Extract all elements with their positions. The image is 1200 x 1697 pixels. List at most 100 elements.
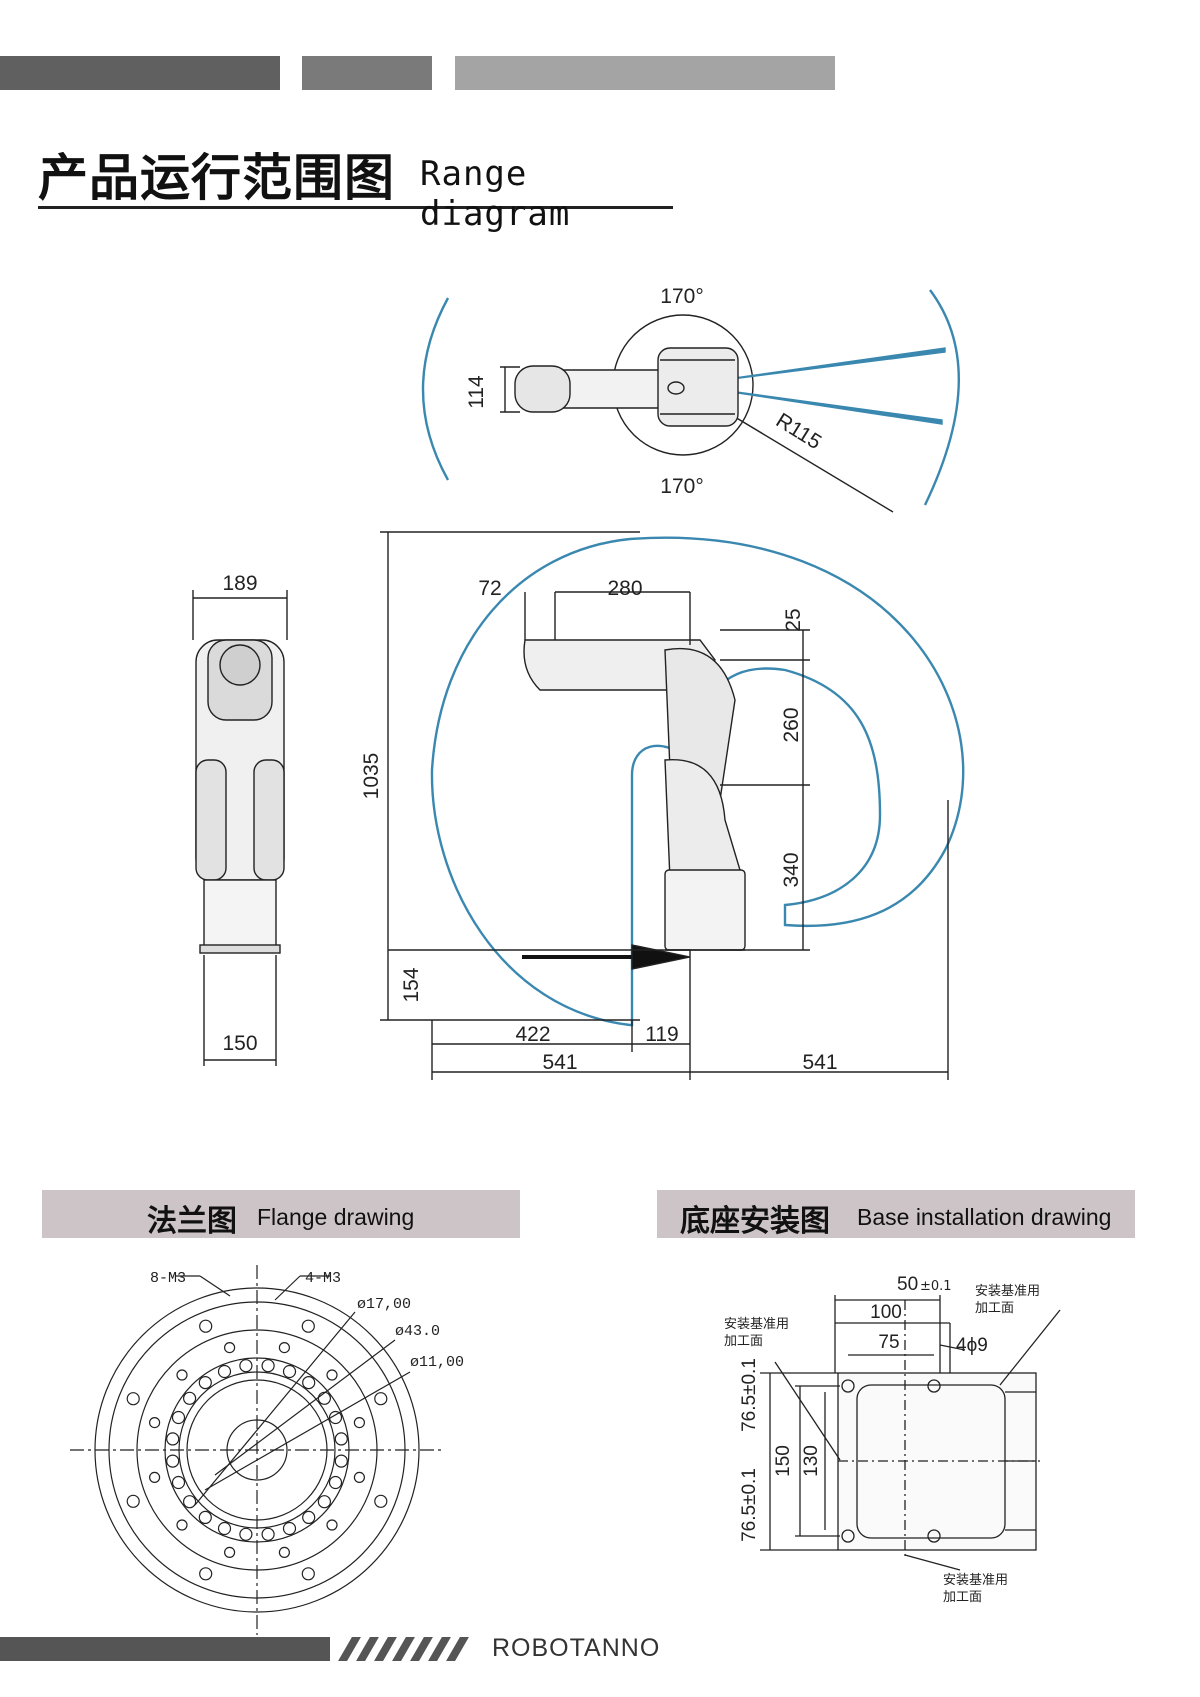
side-range-inner-arc bbox=[430, 537, 691, 1027]
flange-hole bbox=[374, 1392, 388, 1406]
flange-hole bbox=[302, 1510, 316, 1525]
offset-25-label: 25 bbox=[782, 608, 805, 631]
flange-hole bbox=[149, 1471, 161, 1484]
angle-top-label: 170° bbox=[660, 285, 703, 308]
flange-hole bbox=[176, 1519, 188, 1531]
base-dim-765a-label: 76.5±0.1 bbox=[739, 1358, 760, 1432]
flange-hole bbox=[198, 1375, 212, 1390]
base-ref-left-1: 安装基准用 bbox=[724, 1317, 789, 1332]
arm-260-label: 260 bbox=[780, 707, 803, 742]
base-section-header: 底座安装图 Base installation drawing bbox=[657, 1190, 1135, 1239]
flange-hole bbox=[317, 1391, 331, 1405]
top-range-arc-left bbox=[421, 297, 450, 481]
flange-hole bbox=[126, 1494, 140, 1508]
flange-hole bbox=[353, 1416, 365, 1429]
flange-dia-43-label: ø43.0 bbox=[395, 1323, 440, 1340]
flange-hole bbox=[334, 1454, 348, 1468]
pointer-arrow-head bbox=[631, 944, 691, 970]
base-dim-100-label: 100 bbox=[870, 1302, 902, 1323]
flange-title-cn: 法兰图 bbox=[147, 1204, 237, 1239]
top-range-arc-right bbox=[923, 289, 960, 506]
flange-hole bbox=[199, 1567, 213, 1581]
top-arm-base bbox=[657, 347, 739, 427]
flange-hole bbox=[261, 1527, 275, 1541]
reach-422-label: 422 bbox=[515, 1023, 550, 1046]
top-arm-wrist bbox=[514, 365, 571, 413]
header-bar-mid bbox=[302, 56, 432, 90]
flange-hole bbox=[239, 1527, 253, 1541]
flange-hole bbox=[278, 1341, 290, 1354]
base-tol-50-label: ±0.1 bbox=[920, 1279, 952, 1294]
flange-hole bbox=[198, 1510, 212, 1525]
flange-holes-4-label: 4-M3 bbox=[305, 1270, 341, 1287]
flange-hole bbox=[176, 1369, 188, 1381]
page-title-en: Range diagram bbox=[420, 154, 571, 234]
side-forearm bbox=[664, 758, 741, 881]
flange-hole bbox=[282, 1364, 297, 1379]
base-dim-765b-label: 76.5±0.1 bbox=[739, 1468, 760, 1542]
top-sweep-ray-upper bbox=[684, 347, 946, 386]
flange-hole bbox=[302, 1375, 316, 1390]
height-total-label: 1035 bbox=[360, 753, 383, 800]
base-title-cn: 底座安装图 bbox=[680, 1204, 830, 1239]
flange-hole bbox=[261, 1359, 275, 1373]
base-dim-130-label: 130 bbox=[801, 1445, 822, 1477]
flange-hole bbox=[217, 1521, 232, 1536]
base-dim-75-label: 75 bbox=[878, 1332, 899, 1353]
flange-hole bbox=[328, 1475, 343, 1490]
flange-hole bbox=[278, 1546, 290, 1559]
flange-section-header: 法兰图 Flange drawing bbox=[42, 1190, 520, 1239]
flange-title-en: Flange drawing bbox=[257, 1204, 415, 1230]
base-title-en: Base installation drawing bbox=[857, 1204, 1112, 1230]
base-ref-left-2: 加工面 bbox=[724, 1334, 763, 1349]
base-dim-150-label: 150 bbox=[773, 1445, 794, 1477]
flange-hole bbox=[301, 1319, 315, 1333]
base-holes-label: 4ϕ9 bbox=[956, 1335, 988, 1356]
flange-hole bbox=[326, 1519, 338, 1531]
front-width-top-label: 189 bbox=[222, 572, 257, 595]
base-154-label: 154 bbox=[400, 967, 423, 1002]
flange-hole bbox=[282, 1521, 297, 1536]
front-width-base-label: 150 bbox=[222, 1032, 257, 1055]
flange-hole bbox=[199, 1319, 213, 1333]
base-dim-50-label: 50 bbox=[897, 1274, 918, 1295]
flange-hole bbox=[328, 1410, 343, 1425]
side-range-outer-arc bbox=[629, 536, 965, 928]
flange-holes-8-label: 8-M3 bbox=[150, 1270, 186, 1287]
header-bar-dark bbox=[0, 56, 280, 90]
brand-name: ROBOTANNO bbox=[492, 1634, 661, 1662]
flange-hole bbox=[126, 1392, 140, 1406]
base-drawing bbox=[760, 1295, 1061, 1571]
arm-280-label: 280 bbox=[607, 577, 642, 600]
page-title-cn: 产品运行范围图 bbox=[38, 149, 395, 207]
footer-bar bbox=[0, 1637, 330, 1661]
flange-hole bbox=[217, 1364, 232, 1379]
flange-hole bbox=[149, 1416, 161, 1429]
base-ref-top-1: 安装基准用 bbox=[975, 1284, 1040, 1299]
reach-right-label: 541 bbox=[802, 1051, 837, 1074]
base-ref-top-2: 加工面 bbox=[975, 1301, 1014, 1316]
flange-drawing bbox=[70, 1265, 445, 1635]
flange-hole bbox=[326, 1369, 338, 1381]
flange-hole bbox=[183, 1391, 197, 1405]
flange-hole bbox=[224, 1341, 236, 1354]
flange-hole bbox=[334, 1432, 348, 1446]
offset-72-label: 72 bbox=[478, 577, 501, 600]
flange-dia-17-label: ø17,00 bbox=[357, 1296, 411, 1313]
flange-hole bbox=[166, 1454, 180, 1468]
flange-hole bbox=[171, 1410, 186, 1425]
offset-119-label: 119 bbox=[645, 1023, 678, 1046]
range-diagram: 170° 170° R115 114 189 150 1035 72 280 2… bbox=[192, 285, 965, 1080]
page-title: 产品运行范围图 Range diagram bbox=[38, 134, 673, 234]
arm-340-label: 340 bbox=[780, 852, 803, 887]
footer-stripes bbox=[325, 1637, 485, 1661]
base-ref-bottom-1: 安装基准用 bbox=[943, 1573, 1008, 1588]
flange-hole bbox=[224, 1546, 236, 1559]
flange-dia-11-label: ø11,00 bbox=[410, 1354, 464, 1371]
top-sweep-ray-lower bbox=[684, 384, 943, 425]
angle-bottom-label: 170° bbox=[660, 475, 703, 498]
flange-hole bbox=[166, 1432, 180, 1446]
reach-left-label: 541 bbox=[542, 1051, 577, 1074]
base-ref-bottom-2: 加工面 bbox=[943, 1590, 982, 1605]
